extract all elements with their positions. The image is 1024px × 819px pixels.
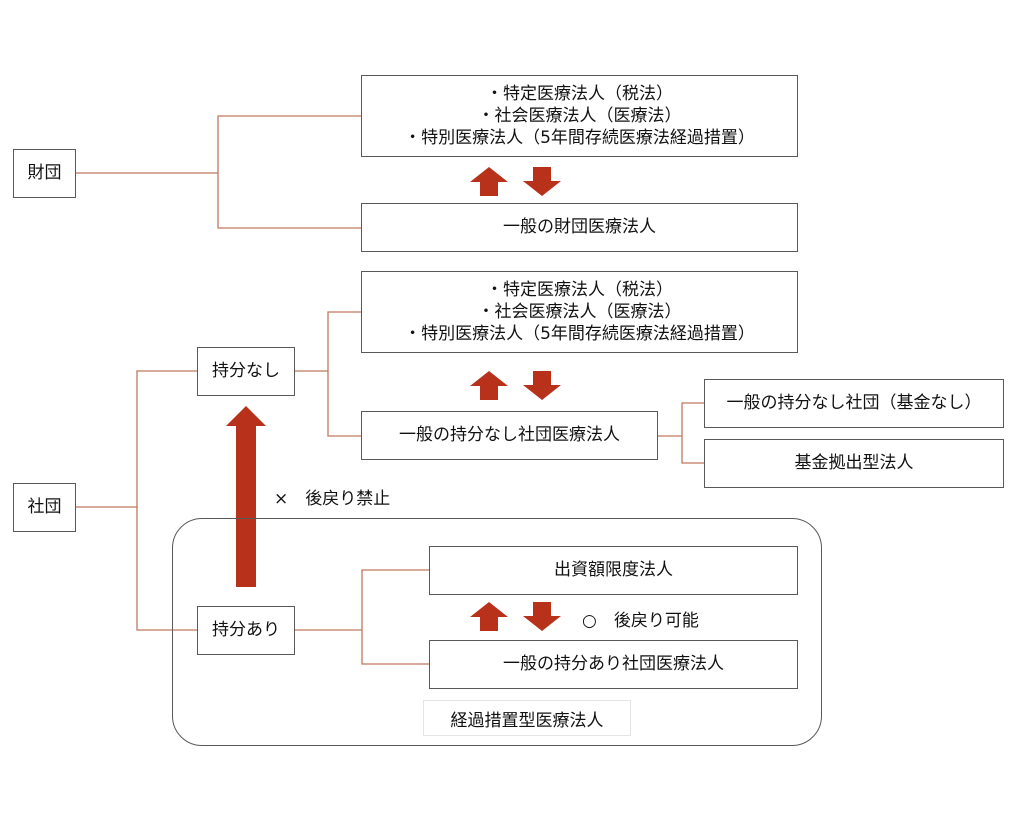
without-share-label: 持分なし	[212, 361, 280, 382]
shadan-label: 社団	[27, 497, 62, 518]
capital-limit-corporation-label: 出資額限度法人	[554, 560, 673, 581]
shadan-special-line-2: ・社会医療法人（医療法）	[477, 301, 682, 322]
zaidan-up-arrow	[470, 167, 508, 196]
zaidan-branch-line	[217, 115, 361, 229]
shadan-box: 社団	[13, 483, 76, 532]
zaidan-general-box: 一般の財団医療法人	[361, 203, 798, 252]
with-share-up-arrow	[470, 602, 508, 631]
no-fund-association-box: 一般の持分なし社団（基金なし）	[704, 379, 1004, 428]
irreversible-note-text: × 後戻り禁止	[274, 489, 391, 509]
arrows	[226, 167, 561, 631]
transitional-corporation-group	[172, 518, 822, 746]
zaidan-down-arrow	[523, 167, 561, 196]
without-share-down-arrow	[523, 371, 561, 400]
without-share-general-label: 一般の持分なし社団医療法人	[399, 425, 620, 446]
with-share-label: 持分あり	[212, 620, 280, 641]
without-share-box: 持分なし	[197, 347, 295, 396]
zaidan-label: 財団	[27, 163, 62, 184]
sub-type-branch-line	[681, 402, 704, 464]
zaidan-special-line-1: ・特定医療法人（税法）	[486, 83, 673, 104]
no-fund-association-label: 一般の持分なし社団（基金なし）	[726, 393, 982, 414]
connector-lines	[76, 115, 704, 665]
with-share-general-box: 一般の持分あり社団医療法人	[429, 640, 798, 689]
transitional-corporation-caption: 経過措置型医療法人	[423, 700, 631, 736]
shadan-special-corporations-box: ・特定医療法人（税法） ・社会医療法人（医療法） ・特別医療法人（5年間存続医療…	[361, 271, 798, 353]
without-share-general-box: 一般の持分なし社団医療法人	[361, 411, 658, 460]
zaidan-special-line-3: ・特別医療法人（5年間存続医療法経過措置）	[404, 128, 755, 149]
zaidan-special-corporations-box: ・特定医療法人（税法） ・社会医療法人（医療法） ・特別医療法人（5年間存続医療…	[361, 75, 798, 157]
shadan-special-line-3: ・特別医療法人（5年間存続医療法経過措置）	[404, 324, 755, 345]
with-share-branch-line	[361, 569, 429, 665]
reversible-note: ○ 後戻り可能	[582, 606, 699, 631]
capital-limit-corporation-box: 出資額限度法人	[429, 546, 798, 595]
irreversible-transition-arrow	[226, 406, 266, 587]
zaidan-special-line-2: ・社会医療法人（医療法）	[477, 105, 682, 126]
fund-contribution-corporation-box: 基金拠出型法人	[704, 439, 1004, 488]
with-share-box: 持分あり	[197, 606, 295, 655]
without-share-branch-line	[327, 311, 361, 437]
with-share-down-arrow	[523, 602, 561, 631]
reversible-note-text: ○ 後戻り可能	[582, 611, 699, 631]
irreversible-note: × 後戻り禁止	[274, 484, 390, 509]
zaidan-general-label: 一般の財団医療法人	[503, 217, 656, 238]
fund-contribution-corporation-label: 基金拠出型法人	[794, 453, 914, 474]
without-share-up-arrow	[470, 371, 508, 400]
with-share-general-label: 一般の持分あり社団医療法人	[503, 654, 724, 675]
zaidan-box: 財団	[13, 149, 76, 198]
shadan-special-line-1: ・特定医療法人（税法）	[486, 279, 673, 300]
shadan-branch-line	[136, 370, 197, 631]
transitional-corporation-caption-text: 経過措置型医療法人	[450, 710, 604, 731]
